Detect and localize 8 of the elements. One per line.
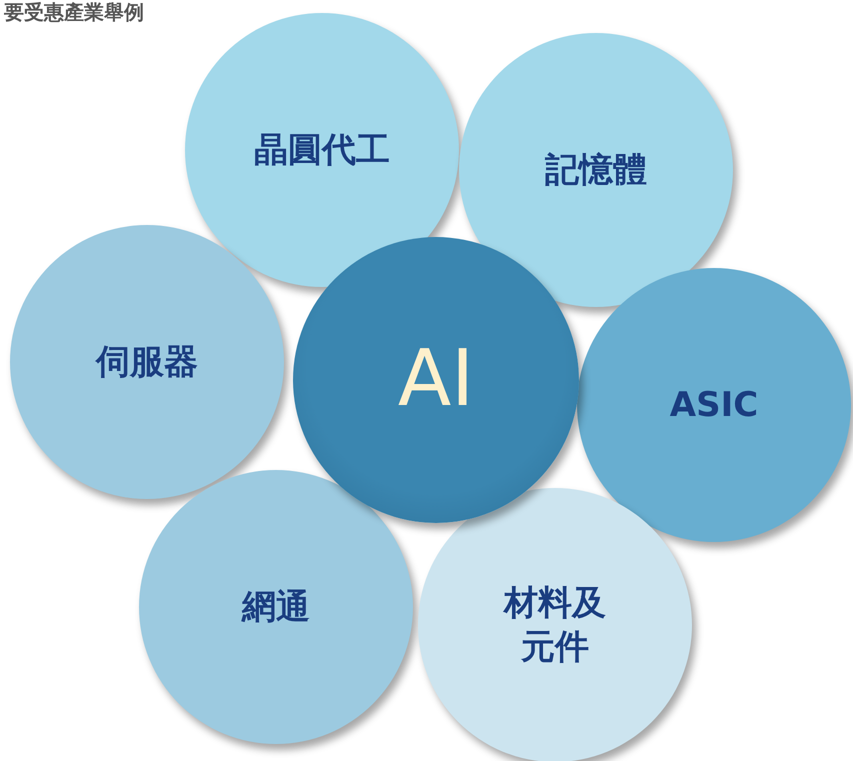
- circle-label: 材料及元件: [502, 582, 607, 669]
- title: 要受惠產業舉例: [4, 0, 144, 24]
- circle-label: 晶圓代工: [254, 128, 390, 172]
- circle-label: 伺服器: [96, 340, 198, 384]
- circle-label: 記憶體: [545, 148, 647, 192]
- circle-label: ASIC: [670, 384, 758, 427]
- circle-label: AI: [398, 333, 474, 426]
- circle-label: 網通: [242, 586, 310, 629]
